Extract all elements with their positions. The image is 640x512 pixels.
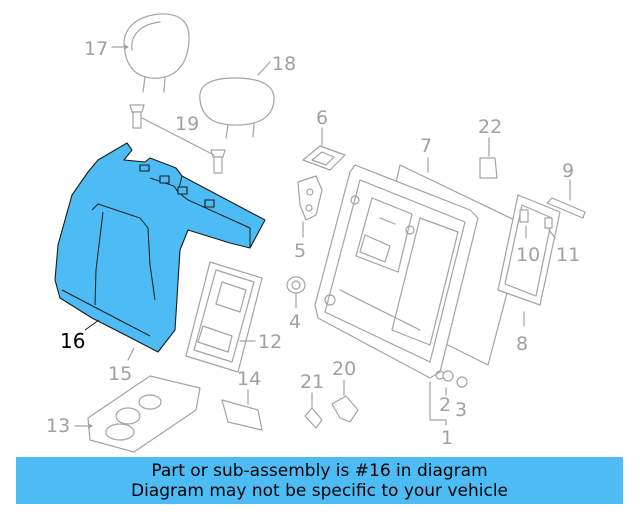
callout-11: 11 [556, 244, 580, 266]
part-18-headrest [199, 61, 275, 139]
callout-8: 8 [516, 333, 528, 355]
part-19-headrest-guide [129, 104, 226, 174]
callout-12: 12 [258, 331, 282, 353]
part-21-clip [304, 392, 323, 429]
info-banner: Part or sub-assembly is #16 in diagram D… [16, 457, 623, 504]
part-8-rear-panel [497, 194, 561, 327]
banner-line-1: Part or sub-assembly is #16 in diagram [151, 460, 488, 481]
callout-2: 2 [439, 394, 451, 416]
part-14-pad [221, 389, 263, 431]
part-17-headrest [111, 13, 190, 93]
banner-line-2: Diagram may not be specific to your vehi… [130, 480, 508, 501]
callout-13: 13 [46, 415, 70, 437]
callout-15: 15 [108, 363, 132, 385]
callout-7: 7 [420, 135, 432, 157]
callout-22: 22 [478, 116, 502, 138]
callout-5: 5 [294, 240, 306, 262]
callout-9: 9 [562, 160, 574, 182]
part-15-leader [127, 347, 135, 361]
callout-10: 10 [516, 244, 540, 266]
part-9-rod [546, 179, 586, 219]
part-7-seatback-frame [314, 157, 526, 380]
part-20-clip [331, 379, 359, 423]
part-6-latch-cover [302, 127, 346, 171]
callout-18: 18 [272, 53, 296, 75]
part-4-bushing [286, 276, 306, 309]
part-13-armrest [74, 375, 201, 453]
part-2-3-fasteners [429, 370, 468, 426]
callout-19: 19 [175, 113, 199, 135]
callout-1: 1 [441, 427, 453, 449]
callout-20: 20 [332, 358, 356, 380]
callout-17: 17 [84, 38, 108, 60]
callout-3: 3 [455, 399, 467, 421]
callout-21: 21 [300, 371, 324, 393]
callout-14: 14 [237, 368, 261, 390]
part-16-seatback-cover [54, 142, 266, 353]
callout-16: 16 [60, 329, 85, 353]
part-12-armrest-frame [185, 261, 263, 373]
callout-6: 6 [316, 107, 328, 129]
part-22-bracket [479, 137, 498, 179]
part-5-latch [297, 175, 323, 238]
callout-4: 4 [289, 311, 301, 333]
